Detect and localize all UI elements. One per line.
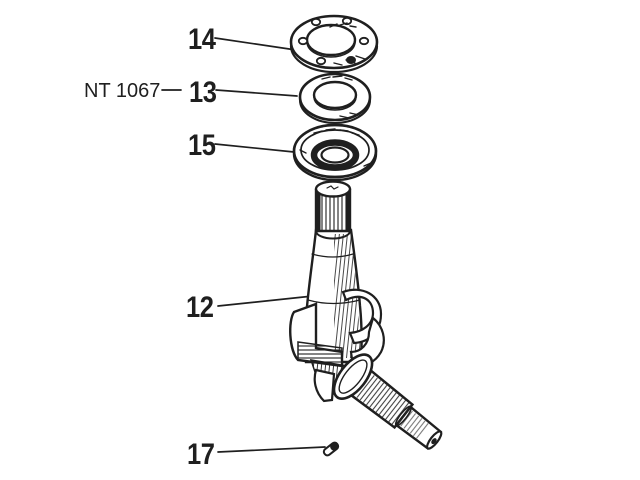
part-15-bearing-drawing: [292, 123, 378, 182]
part-code-label: NT 1067: [84, 80, 161, 102]
leader-line-14: [214, 37, 297, 51]
callout-label-17: 17: [187, 438, 215, 471]
leader-line-12: [217, 295, 314, 307]
leader-line-15: [214, 143, 295, 153]
callout-label-15: 15: [188, 129, 216, 162]
part-14-retaining-washer-drawing: [289, 14, 379, 74]
spindle-shaft: [332, 353, 443, 450]
part-12-stub-axle-drawing: [289, 180, 443, 450]
callout-label-14: 14: [188, 23, 216, 56]
leader-line-13: [215, 89, 298, 97]
callout-label-12: 12: [186, 291, 214, 324]
leader-lines: [161, 37, 326, 453]
part-13-washer-drawing: [298, 72, 372, 124]
callout-label-13: 13: [189, 76, 217, 109]
part-17-pin-drawing: [322, 441, 340, 457]
leader-line-17: [217, 446, 326, 453]
